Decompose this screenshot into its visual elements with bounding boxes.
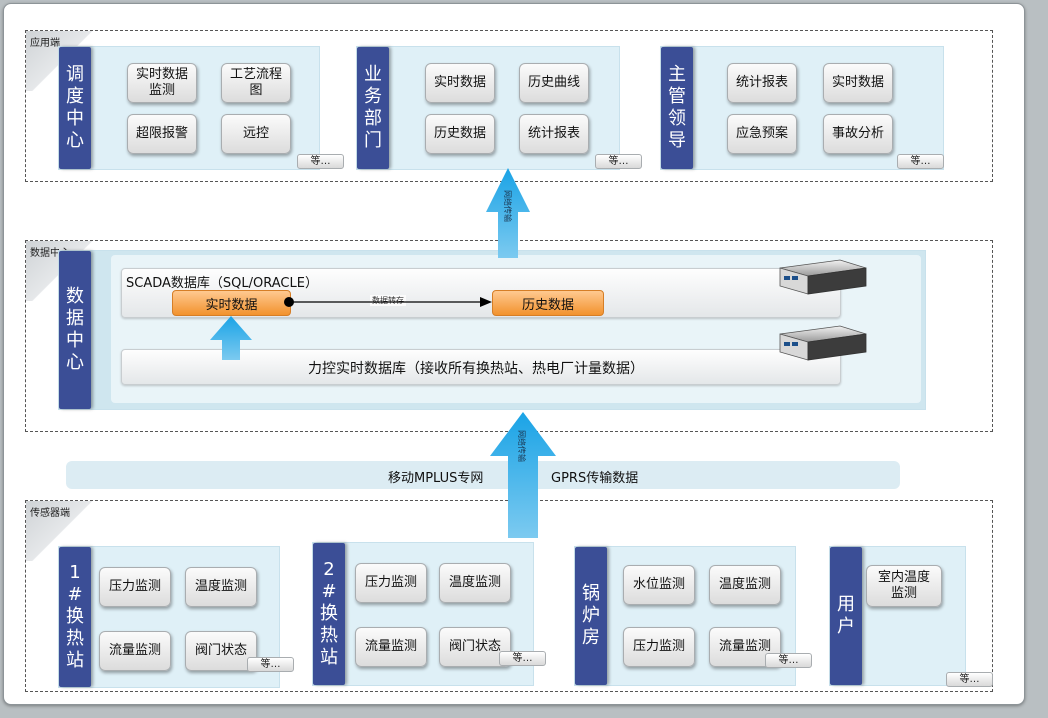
app-item: 远控 <box>221 114 291 154</box>
app-group-leaders-title: 主管领导 <box>661 47 693 169</box>
sensor-item: 流量监测 <box>355 627 427 667</box>
sensor-item: 压力监测 <box>623 627 695 667</box>
app-item: 工艺流程 图 <box>221 63 291 103</box>
app-item: 历史曲线 <box>519 63 589 103</box>
app-item: 历史数据 <box>425 114 495 154</box>
sensor-item: 水位监测 <box>623 565 695 605</box>
app-item: 超限报警 <box>127 114 197 154</box>
app-item: 统计报表 <box>519 114 589 154</box>
etc-badge: 等… <box>946 672 993 687</box>
app-item: 实时数据 <box>425 63 495 103</box>
sensor-item: 温度监测 <box>709 565 781 605</box>
station-1: 1#换热站 压力监测 温度监测 流量监测 阀门状态 等… <box>58 546 294 688</box>
etc-badge: 等… <box>595 154 642 169</box>
application-layer-label: 应用端 <box>30 38 60 49</box>
sensor-item: 压力监测 <box>99 567 171 607</box>
sensor-item: 压力监测 <box>355 563 427 603</box>
sensor-item: 阀门状态 <box>439 627 511 667</box>
etc-badge: 等… <box>499 651 546 666</box>
sensor-item: 流量监测 <box>99 631 171 671</box>
app-item: 实时数据 <box>823 63 893 103</box>
app-item: 实时数据 监测 <box>127 63 197 103</box>
station-2-title: 2#换热站 <box>313 543 345 685</box>
network-bar <box>66 461 900 489</box>
app-group-dispatch: 调度中心 实时数据 监测 工艺流程 图 超限报警 远控 等… <box>58 46 344 170</box>
app-group-business-title: 业务部门 <box>357 47 389 169</box>
etc-badge: 等… <box>765 653 812 668</box>
gprs-label: GPRS传输数据 <box>551 471 639 486</box>
data-center-title: 数据中心 <box>59 251 91 409</box>
etc-badge: 等… <box>247 657 294 672</box>
boiler-room-title: 锅炉房 <box>575 547 607 685</box>
sensor-item: 室内温度 监测 <box>866 565 942 607</box>
app-group-dispatch-title: 调度中心 <box>59 47 91 169</box>
app-group-business: 业务部门 实时数据 历史曲线 历史数据 统计报表 等… <box>356 46 642 170</box>
app-item: 统计报表 <box>727 63 797 103</box>
likong-database-bar <box>121 349 841 385</box>
history-data-box: 历史数据 <box>492 290 604 316</box>
likong-database-title: 力控实时数据库（接收所有换热站、热电厂计量数据） <box>308 361 644 377</box>
etc-badge: 等… <box>297 154 344 169</box>
app-item: 应急预案 <box>727 114 797 154</box>
boiler-room: 锅炉房 水位监测 温度监测 压力监测 流量监测 等… <box>574 546 812 686</box>
data-center-layer-label: 数据中心 <box>30 248 70 259</box>
app-group-leaders: 主管领导 统计报表 实时数据 应急预案 事故分析 等… <box>660 46 944 170</box>
sensor-item: 温度监测 <box>185 567 257 607</box>
app-item: 事故分析 <box>823 114 893 154</box>
realtime-data-box: 实时数据 <box>172 290 291 316</box>
station-1-title: 1#换热站 <box>59 547 91 687</box>
dump-label: 数据转存 <box>370 295 406 306</box>
etc-badge: 等… <box>897 154 944 169</box>
user-group: 用户 室内温度 监测 <box>829 546 966 686</box>
scada-database-title: SCADA数据库（SQL/ORACLE） <box>126 276 318 291</box>
sensor-item: 温度监测 <box>439 563 511 603</box>
sensor-layer-label: 传感器端 <box>30 508 70 519</box>
user-group-title: 用户 <box>830 547 862 685</box>
mplus-label: 移动MPLUS专网 <box>388 471 484 486</box>
station-2: 2#换热站 压力监测 温度监测 流量监测 阀门状态 等… <box>312 542 546 686</box>
sensor-item: 阀门状态 <box>185 631 257 671</box>
